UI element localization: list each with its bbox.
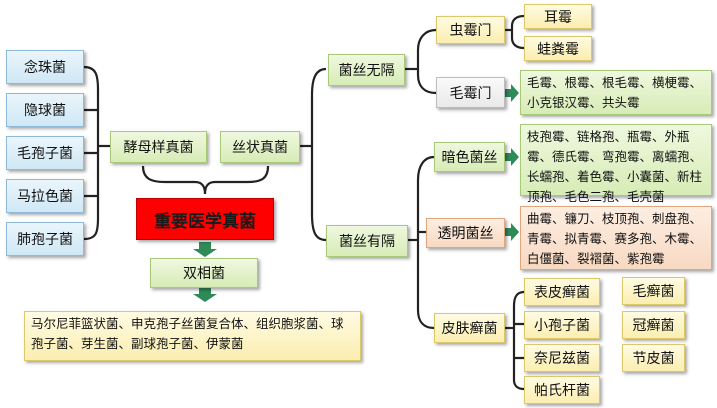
hyaline-hyphae: 透明菌丝 bbox=[426, 218, 505, 248]
genus-paraphyton: 帕氏杆菌 bbox=[524, 376, 600, 404]
dimorphic-list: 马尔尼菲篮状菌、申克孢子丝菌复合体、组织胞浆菌、球孢子菌、芽生菌、副球孢子菌、伊… bbox=[24, 311, 361, 361]
genus-nannizzia: 奈尼兹菌 bbox=[524, 344, 600, 372]
dimorphic-fungi: 双相菌 bbox=[150, 258, 258, 288]
mucoromycota-list: 毛霉、根霉、根毛霉、横梗霉、小克银汉霉、共头霉 bbox=[520, 70, 712, 115]
item-basidiobolus: 蛙粪霉 bbox=[524, 36, 592, 61]
dermatophytes: 皮肤癣菌 bbox=[434, 313, 505, 343]
genus-arthroderma: 节皮菌 bbox=[622, 344, 685, 372]
filamentous-fungi: 丝状真菌 bbox=[220, 131, 300, 163]
genus-trichophyton: 毛癣菌 bbox=[622, 277, 685, 305]
item-conidiobolus: 耳霉 bbox=[524, 4, 592, 29]
zygomycota: 虫霉门 bbox=[436, 16, 505, 44]
genus-microsporum: 小孢子菌 bbox=[524, 311, 600, 339]
genus-lophophyton: 冠癣菌 bbox=[622, 311, 685, 339]
septate-hyphae: 菌丝有隔 bbox=[326, 225, 408, 257]
hyaline-list: 曲霉、镰刀、枝顶孢、刺盘孢、青霉、拟青霉、赛多孢、木霉、白僵菌、裂褶菌、紫孢霉 bbox=[520, 206, 712, 270]
genus-epidermophyton: 表皮癣菌 bbox=[524, 278, 600, 306]
mucoromycota: 毛霉门 bbox=[436, 77, 505, 108]
genus-candida: 念珠菌 bbox=[6, 50, 84, 84]
core-title: 重要医学真菌 bbox=[136, 198, 274, 240]
dematiaceous-list: 枝孢霉、链格孢、瓶霉、外瓶霉、德氏霉、弯孢霉、离蠕孢、长蠕孢、着色霉、小囊菌、新… bbox=[520, 124, 712, 204]
genus-cryptococcus: 隐球菌 bbox=[6, 93, 84, 127]
genus-pneumocystis: 肺孢子菌 bbox=[6, 222, 84, 256]
aseptate-hyphae: 菌丝无隔 bbox=[328, 54, 405, 86]
genus-malassezia: 马拉色菌 bbox=[6, 179, 84, 213]
genus-trichosporon: 毛孢子菌 bbox=[6, 136, 84, 170]
dematiaceous-hyphae: 暗色菌丝 bbox=[434, 142, 505, 172]
yeast-like-fungi: 酵母样真菌 bbox=[110, 131, 207, 163]
